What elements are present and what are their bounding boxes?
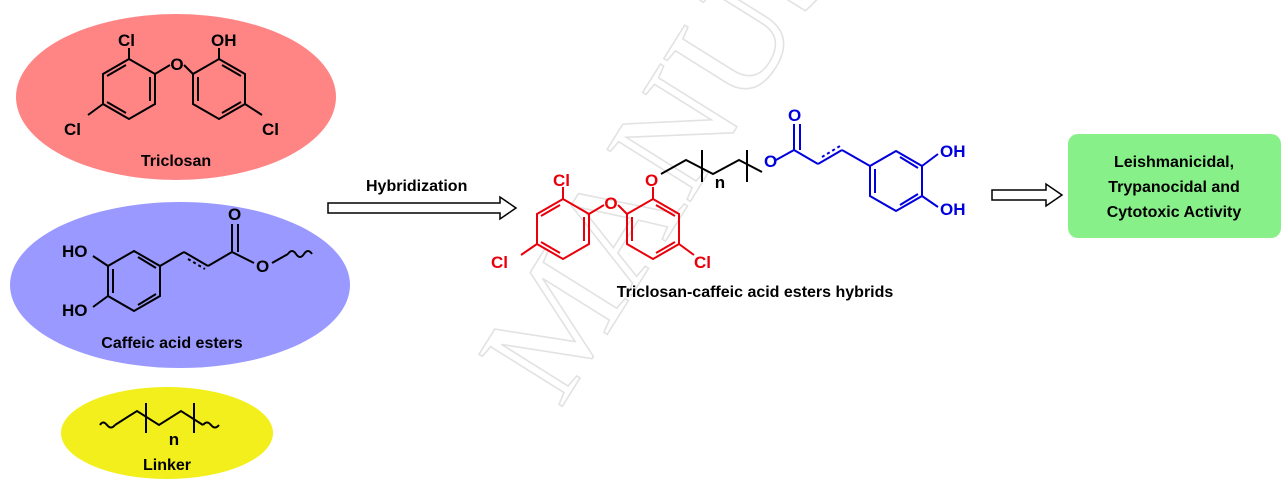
triclosan-ellipse [16, 14, 336, 180]
atom-o: O [170, 55, 183, 74]
atom-ho: HO [62, 301, 88, 320]
atom-cl: Cl [262, 120, 279, 139]
caffeic-caption: Caffeic acid esters [101, 335, 243, 352]
activity-line-3: Cytotoxic Activity [1107, 204, 1242, 221]
linker-ellipse [61, 387, 273, 479]
atom-o: O [764, 152, 777, 171]
hybridization-label: Hybridization [366, 178, 467, 195]
atom-ho: HO [62, 242, 88, 261]
product-caption: Triclosan-caffeic acid esters hybrids [617, 284, 894, 301]
caffeic-ellipse [10, 202, 350, 368]
atom-o: O [788, 106, 801, 125]
activity-line-2: Trypanocidal and [1108, 179, 1240, 196]
hybrid-caffeic-part [775, 124, 939, 213]
triclosan-structure [87, 48, 263, 121]
atom-cl: Cl [491, 253, 508, 272]
linker-structure [99, 403, 220, 433]
hybrid-triclosan-part [520, 187, 695, 261]
caffeic-structure [92, 224, 313, 313]
activity-arrow [991, 182, 1064, 208]
atom-o: O [256, 257, 269, 276]
atom-n: n [715, 173, 725, 192]
atom-cl: Cl [553, 171, 570, 190]
atom-cl: Cl [694, 253, 711, 272]
activity-line-1: Leishmanicidal, [1114, 154, 1234, 171]
atom-o: O [604, 194, 617, 213]
triclosan-caption: Triclosan [141, 153, 211, 170]
atom-n: n [169, 430, 179, 449]
atom-oh: OH [940, 142, 966, 161]
hybrid-linker-part [660, 150, 763, 182]
atom-o: O [228, 205, 241, 224]
atom-oh: OH [940, 200, 966, 219]
atom-o: O [645, 171, 658, 190]
atom-cl: Cl [64, 120, 81, 139]
atom-oh: OH [211, 31, 237, 50]
hybridization-arrow [327, 195, 518, 221]
atom-cl: Cl [118, 31, 135, 50]
activity-box [1068, 134, 1281, 238]
linker-caption: Linker [143, 457, 191, 474]
